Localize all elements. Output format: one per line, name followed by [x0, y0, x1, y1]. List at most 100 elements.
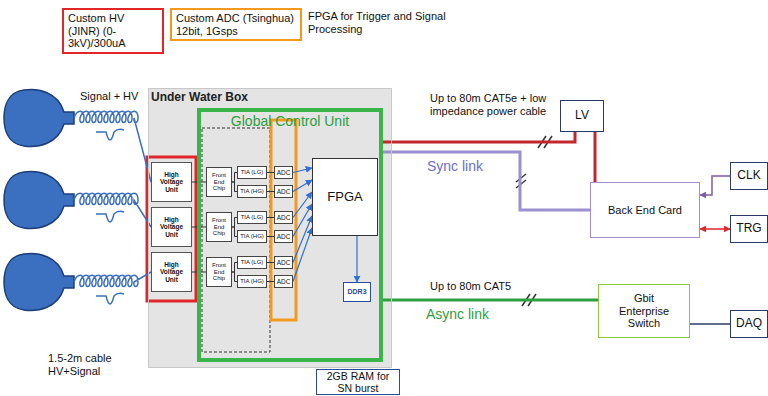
box-heading: Under Water Box [151, 91, 248, 105]
amplifier-box: TIA (LG) [237, 256, 267, 269]
memory-box: DDR3 [343, 282, 371, 302]
connector [267, 281, 274, 282]
box-heading: Global Control Unit [201, 113, 379, 129]
box-label: TIA (HG) [240, 188, 264, 195]
fpga-box: FPGA [312, 158, 378, 236]
amplifier-box: TIA (HG) [237, 185, 267, 198]
connector [383, 152, 590, 210]
connector [700, 228, 730, 230]
box-label: TRG [736, 222, 761, 236]
hv-unit-box: High Voltage Unit [151, 162, 192, 202]
connector [690, 323, 730, 325]
box-label: TIA (LG) [241, 259, 264, 266]
spec-box: Custom ADC (Tsinghua) 12bit, 1Gsps [170, 8, 302, 41]
cable-label: Up to 80m CAT5 [430, 280, 511, 293]
hv-unit-box: High Voltage Unit [151, 252, 192, 292]
cable-coils [74, 111, 151, 304]
box-label: CLK [737, 169, 760, 183]
amplifier-box: TIA (LG) [237, 211, 267, 224]
box-label: ADC [277, 278, 291, 285]
io-box: CLK [730, 162, 768, 190]
amplifier-box: TIA (LG) [237, 166, 267, 179]
hv-unit-box: High Voltage Unit [151, 207, 192, 247]
connector [293, 168, 312, 173]
pmt-symbol [4, 172, 74, 229]
box-label: Front End Chip [208, 262, 230, 283]
pmt-symbol [4, 90, 74, 147]
box-label: High Voltage Unit [153, 171, 190, 193]
box-label: ADC [277, 233, 291, 240]
front-end-box: Front End Chip [206, 257, 232, 287]
box-label: DAQ [736, 317, 762, 331]
power-box: LV [560, 100, 604, 132]
connector [293, 204, 312, 237]
box-label: TIA (HG) [240, 278, 264, 285]
box-label: High Voltage Unit [153, 216, 190, 238]
cable-coil [74, 111, 151, 182]
note-box: 2GB RAM for SN burst [316, 369, 400, 395]
box-label: ADC [277, 188, 291, 195]
adc-outline [271, 120, 296, 320]
housing-box: Under Water BoxHigh Voltage UnitHigh Vol… [148, 88, 392, 368]
io-box: DAQ [730, 310, 768, 338]
hv-outline [147, 157, 196, 301]
box-label: Back End Card [608, 204, 682, 217]
switch-box: Gbit Enterprise Switch [598, 284, 690, 338]
cable-label: Up to 80m CAT5e + low impedance power ca… [430, 92, 548, 117]
link-label: Sync link [425, 158, 485, 174]
connector [383, 132, 575, 142]
connector [267, 172, 274, 173]
pulse-sketch [96, 211, 124, 222]
frontend-dashed [202, 128, 270, 352]
connector [383, 299, 598, 302]
box-label: TIA (LG) [241, 214, 264, 221]
connector [267, 236, 274, 237]
connector [293, 192, 312, 218]
box-label: FPGA [327, 190, 362, 205]
box-label: TIA (HG) [240, 233, 264, 240]
adc-box: ADC [274, 275, 293, 288]
cable-coil [74, 272, 151, 287]
amplifier-box: TIA (HG) [237, 275, 267, 288]
spec-box: Custom HV (JINR) (0-3kV)/300uA [62, 8, 164, 54]
pulse-sketch [96, 129, 124, 140]
connector [267, 191, 274, 192]
adc-box: ADC [274, 166, 293, 179]
card-box: Back End Card [590, 182, 700, 238]
box-label: High Voltage Unit [153, 261, 190, 283]
pmt-symbol [4, 254, 74, 311]
io-box: TRG [730, 215, 768, 243]
front-end-box: Front End Chip [206, 212, 232, 242]
adc-box: ADC [274, 211, 293, 224]
amplifier-box: TIA (HG) [237, 230, 267, 243]
connector [267, 262, 274, 263]
cable-label: Signal + HV [80, 90, 138, 103]
connector [293, 180, 312, 192]
pulse-sketch [96, 293, 124, 304]
box-label: Custom HV (JINR) (0-3kV)/300uA [68, 12, 158, 50]
connector [293, 228, 312, 282]
box-label: DDR3 [347, 288, 366, 296]
connector [700, 176, 730, 195]
adc-box: ADC [274, 230, 293, 243]
adc-box: ADC [274, 256, 293, 269]
box-label: ADC [277, 259, 291, 266]
box-label: Gbit Enterprise Switch [613, 292, 675, 330]
control-unit-box: Global Control UnitFront End ChipFront E… [197, 108, 383, 362]
heading-note: FPGA for Trigger and Signal Processing [308, 10, 448, 35]
connector [594, 132, 597, 182]
box-label: Front End Chip [208, 172, 230, 193]
adc-box: ADC [274, 185, 293, 198]
box-label: Front End Chip [208, 217, 230, 238]
link-label: Async link [424, 306, 491, 322]
box-label: ADC [277, 169, 291, 176]
box-label: LV [575, 109, 589, 123]
connector [356, 236, 357, 282]
box-label: Custom ADC (Tsinghua) 12bit, 1Gsps [176, 12, 296, 37]
front-end-box: Front End Chip [206, 167, 232, 197]
box-label: TIA (LG) [241, 169, 264, 176]
connector [267, 217, 274, 218]
cable-label: 1.5-2m cable HV+Signal [48, 352, 138, 377]
box-label: ADC [277, 214, 291, 221]
water-box-fill [148, 88, 392, 368]
